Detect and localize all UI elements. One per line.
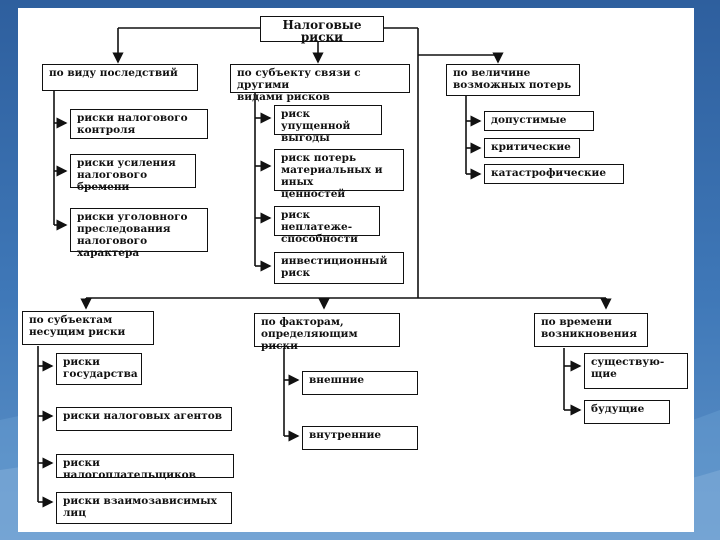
item-external: внешние bbox=[302, 371, 418, 395]
group-header-relation: по субъекту связи с другими видами риско… bbox=[230, 64, 410, 103]
item-tax-control: риски налогового контроля bbox=[70, 109, 208, 139]
group-header-consequences: по виду последствий bbox=[42, 64, 198, 91]
item-existing: существую- щие bbox=[584, 353, 688, 389]
item-state: риски государства bbox=[56, 353, 142, 385]
connector-lines bbox=[37, 27, 612, 508]
item-future: будущие bbox=[584, 400, 670, 424]
item-critical: критические bbox=[484, 138, 580, 158]
item-criminal: риски уголовного преследования налоговог… bbox=[70, 208, 208, 259]
diagram-title: Налоговые риски bbox=[260, 16, 384, 43]
group-header-time: по времени возникновения bbox=[534, 313, 648, 347]
group-header-factors: по факторам, определяющим риски bbox=[254, 313, 400, 352]
item-interdependent: риски взаимозависимых лиц bbox=[56, 492, 232, 524]
item-loss-values: риск потерь материальных и иных ценносте… bbox=[274, 149, 404, 200]
item-acceptable: допустимые bbox=[484, 111, 594, 131]
item-taxpayers: риски налогоплательщиков bbox=[56, 454, 234, 481]
item-lost-profit: риск упущенной выгоды bbox=[274, 105, 382, 144]
item-investment: инвестиционный риск bbox=[274, 252, 404, 284]
item-internal: внутренние bbox=[302, 426, 418, 450]
group-header-subjects: по субъектам несущим риски bbox=[22, 311, 154, 345]
item-insolvency: риск неплатеже- способности bbox=[274, 206, 380, 245]
slide: Налоговые риски по виду последствий по с… bbox=[18, 8, 694, 532]
group-header-losses: по величине возможных потерь bbox=[446, 64, 580, 96]
item-tax-agents: риски налоговых агентов bbox=[56, 407, 232, 431]
item-tax-burden: риски усиления налогового бремени bbox=[70, 154, 196, 193]
item-catastrophic: катастрофические bbox=[484, 164, 624, 184]
